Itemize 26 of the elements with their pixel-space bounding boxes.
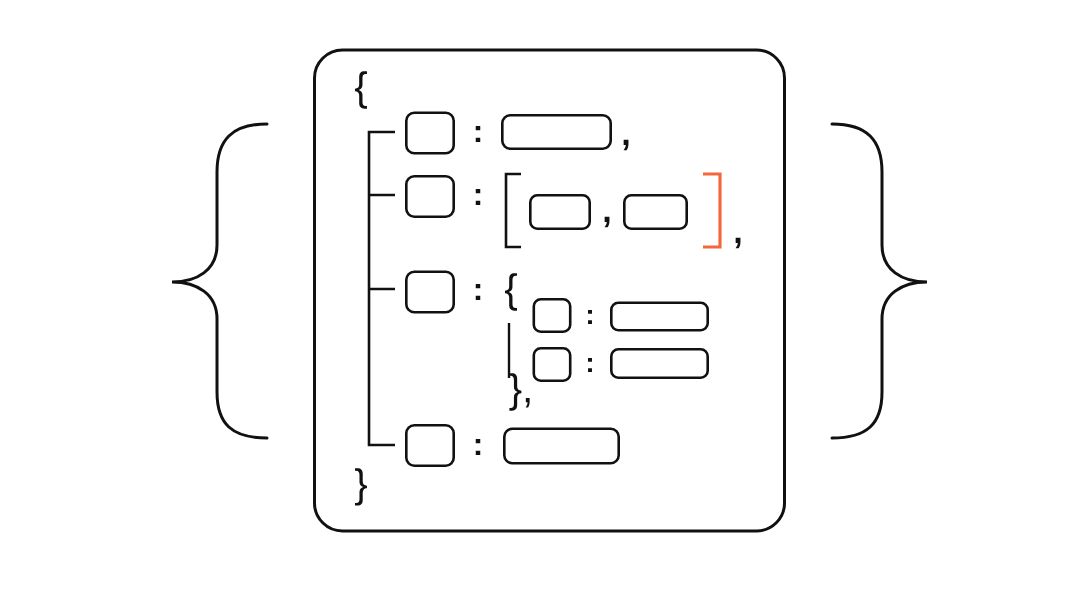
value-box: [623, 194, 688, 230]
curly-brace: },: [509, 373, 530, 411]
curly-brace: }: [355, 468, 367, 506]
value-box: [610, 348, 709, 379]
comma: ,: [735, 237, 741, 249]
key-box: [405, 111, 455, 155]
value-box: [529, 194, 591, 230]
panel: [313, 48, 786, 533]
key-box: [532, 347, 572, 382]
key-box: [532, 298, 572, 333]
key-box: [405, 270, 455, 314]
curly-brace: {: [355, 71, 367, 109]
colon: :: [475, 438, 481, 456]
value-box: [503, 427, 620, 465]
comma: ,: [604, 216, 610, 228]
colon: :: [588, 309, 592, 325]
value-box: [501, 114, 612, 150]
value-box: [610, 301, 709, 332]
comma: ,: [623, 139, 629, 151]
colon: :: [475, 125, 481, 143]
colon: :: [588, 357, 592, 373]
colon: :: [475, 188, 481, 206]
key-box: [405, 424, 455, 467]
key-box: [405, 175, 455, 218]
colon: :: [475, 283, 481, 301]
curly-brace: {: [505, 273, 517, 311]
